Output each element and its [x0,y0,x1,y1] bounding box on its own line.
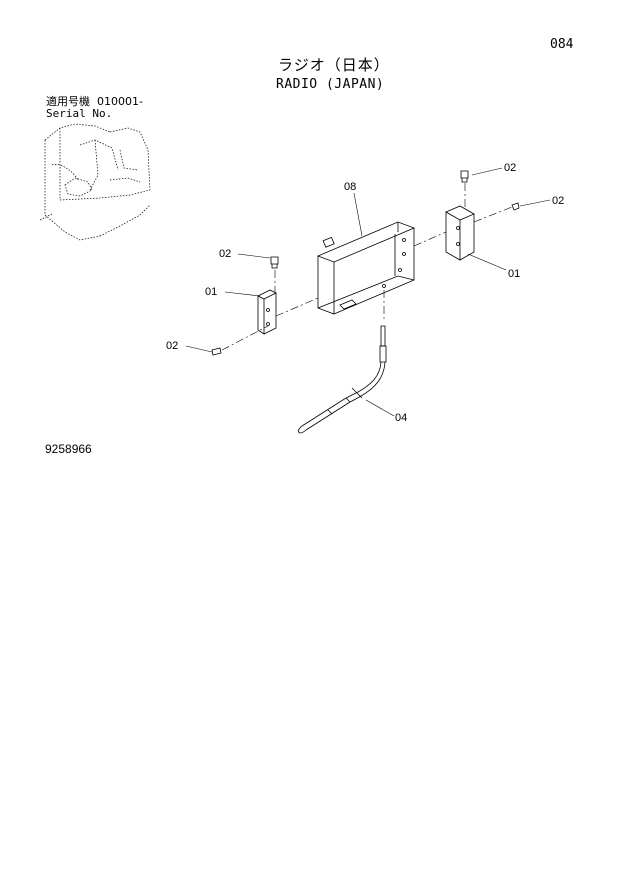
callout-04: 04 [395,412,407,424]
page-title-english: RADIO (JAPAN) [276,77,385,92]
drawing-number: 9258966 [45,442,92,456]
screws [211,170,520,356]
serial-label-english: Serial No. [46,107,113,120]
assembly-lines [221,183,513,351]
callout-02-top-right: 02 [504,162,516,174]
callout-02-bottom-left: 02 [166,340,178,352]
callout-02-top-left: 02 [219,248,231,260]
callout-01-right: 01 [508,268,520,280]
callout-02-right: 02 [552,195,564,207]
serial-label-japanese: 適用号機 [46,95,90,108]
serial-value: 010001- [97,95,143,108]
serial-applicability: 適用号機 010001- [46,96,143,107]
right-bracket [445,205,475,261]
left-bracket [257,289,277,335]
callout-08: 08 [344,181,356,193]
page-title-japanese: ラジオ（日本） [278,56,390,74]
leader-lines [185,167,551,417]
cab-location-sketch [39,123,151,241]
antenna-cable [298,325,387,434]
page-number: 084 [550,37,574,52]
callout-01-left: 01 [205,286,217,298]
radio-unit [316,221,416,315]
